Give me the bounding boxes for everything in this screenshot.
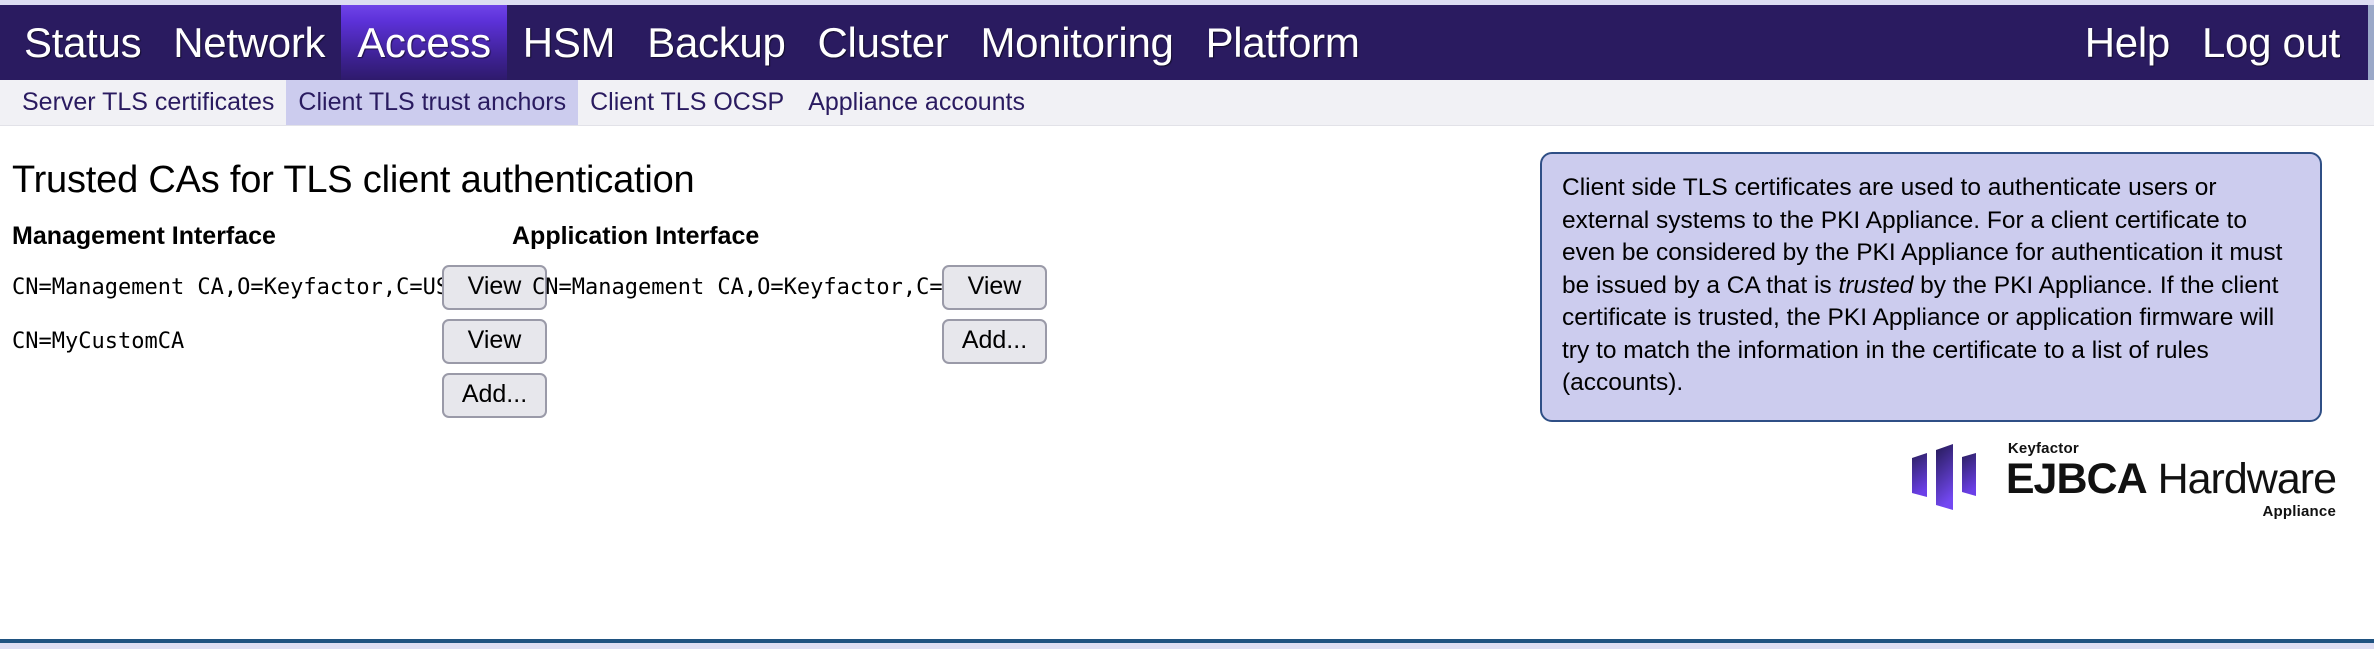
info-box-emphasis-trusted: trusted — [1838, 271, 1914, 299]
main-nav-items: Status Network Access HSM Backup Cluster… — [0, 5, 1376, 80]
page-title: Trusted CAs for TLS client authenticatio… — [12, 159, 695, 201]
logo-area: Keyfactor EJBCA Hardware Appliance — [1540, 440, 2360, 520]
ejbca-hardware-appliance-logo: Keyfactor EJBCA Hardware Appliance — [1911, 440, 2337, 521]
nav-item-help[interactable]: Help — [2084, 19, 2170, 66]
logo-subtitle-appliance: Appliance — [2262, 503, 2336, 521]
left-column: Trusted CAs for TLS client authenticatio… — [0, 126, 1540, 418]
logo-product-name: EJBCA Hardware — [2005, 455, 2337, 504]
main-navigation-bar: Status Network Access HSM Backup Cluster… — [0, 5, 2374, 80]
nav-item-logout[interactable]: Log out — [2201, 19, 2340, 66]
subnav-item-appliance-accounts[interactable]: Appliance accounts — [808, 88, 1025, 116]
logo-ejbca: EJBCA — [2005, 455, 2148, 504]
nav-item-monitoring[interactable]: Monitoring — [980, 19, 1174, 66]
logo-brand-keyfactor: Keyfactor — [2007, 440, 2079, 458]
nav-item-backup[interactable]: Backup — [647, 19, 786, 66]
main-nav-utility-items: Help Log out — [2069, 5, 2374, 80]
logo-text-block: Keyfactor EJBCA Hardware Appliance — [2005, 440, 2337, 521]
application-view-button-1[interactable]: View — [942, 264, 1047, 310]
bottom-accent-strip — [0, 643, 2374, 649]
right-column: Client side TLS certificates are used to… — [1540, 126, 2360, 520]
management-ca-dn-2: CN=MyCustomCA — [12, 328, 185, 354]
management-add-button[interactable]: Add... — [442, 372, 547, 418]
management-interface-list: CN=Management CA,O=Keyfactor,C=US View C… — [12, 264, 547, 418]
application-add-button[interactable]: Add... — [942, 318, 1047, 364]
top-accent-strip — [0, 0, 2374, 5]
logo-hardware: Hardware — [2157, 455, 2337, 504]
nav-item-status[interactable]: Status — [24, 19, 142, 66]
nav-item-cluster[interactable]: Cluster — [817, 19, 949, 66]
keyfactor-bars-icon — [1911, 444, 1976, 511]
subnav-item-client-tls-ocsp[interactable]: Client TLS OCSP — [590, 88, 785, 116]
page-body: Trusted CAs for TLS client authenticatio… — [0, 126, 2374, 649]
nav-item-network[interactable]: Network — [173, 19, 326, 66]
application-interface-list: CN=Management CA,O=Keyfactor,C=US View A… — [522, 264, 1072, 364]
sub-navigation-bar: Server TLS certificates Client TLS trust… — [0, 80, 2374, 126]
management-view-button-2[interactable]: View — [442, 318, 547, 364]
nav-item-hsm[interactable]: HSM — [522, 19, 616, 66]
bottom-divider — [0, 639, 2374, 643]
info-box-text-part-2: by the PKI Appliance. If the client cert… — [1562, 271, 2279, 397]
application-interface-heading: Application Interface — [512, 221, 760, 250]
management-ca-dn-1: CN=Management CA,O=Keyfactor,C=US — [12, 274, 450, 300]
nav-item-platform[interactable]: Platform — [1205, 19, 1360, 66]
subnav-item-client-tls-trust-anchors[interactable]: Client TLS trust anchors — [286, 80, 579, 125]
management-interface-panel: Management Interface CN=Management CA,O=… — [12, 221, 547, 418]
info-box: Client side TLS certificates are used to… — [1540, 152, 2322, 423]
info-box-text-part-1: Client side TLS certificates are used to… — [1562, 174, 2283, 299]
interface-panels: Management Interface CN=Management CA,O=… — [12, 222, 1540, 418]
application-interface-panel: Application Interface CN=Management CA,O… — [512, 222, 1072, 418]
content-wrapper: Trusted CAs for TLS client authenticatio… — [0, 126, 2374, 520]
management-view-button-1[interactable]: View — [442, 264, 547, 310]
management-interface-heading: Management Interface — [12, 221, 276, 250]
application-ca-dn-1: CN=Management CA,O=Keyfactor,C=US — [532, 274, 970, 300]
subnav-item-server-tls-certificates[interactable]: Server TLS certificates — [22, 88, 275, 116]
nav-item-access[interactable]: Access — [341, 5, 507, 80]
